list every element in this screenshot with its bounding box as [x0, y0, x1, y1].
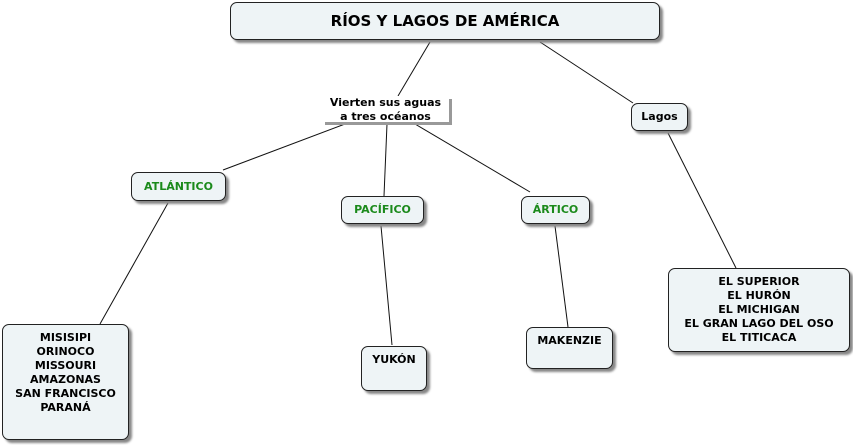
atlantic-label: ATLÁNTICO: [144, 179, 213, 193]
lake-item: EL HURÓN: [727, 289, 791, 302]
river-item: YUKÓN: [372, 353, 416, 366]
arctic-node[interactable]: ÁRTICO: [521, 196, 590, 224]
river-item: ORINOCO: [36, 345, 95, 358]
arctic-label: ÁRTICO: [532, 203, 579, 216]
title-node[interactable]: RÍOS Y LAGOS DE AMÉRICA: [230, 2, 660, 40]
atlantic-node[interactable]: ATLÁNTICO: [131, 172, 226, 201]
river-item: AMAZONAS: [30, 373, 101, 386]
lakes-node[interactable]: Lagos: [631, 103, 688, 131]
title-text: RÍOS Y LAGOS DE AMÉRICA: [330, 12, 560, 30]
lake-item: EL MICHIGAN: [718, 303, 800, 316]
lake-item: EL SUPERIOR: [718, 275, 800, 288]
lakes-list-node[interactable]: EL SUPERIOR EL HURÓN EL MICHIGAN EL GRAN…: [668, 268, 850, 352]
atlantic-rivers-node[interactable]: MISISIPI ORINOCO MISSOURI AMAZONAS SAN F…: [2, 324, 129, 440]
pacific-label: PACÍFICO: [354, 203, 411, 216]
link-line-2: a tres océanos: [340, 110, 431, 123]
lakes-label: Lagos: [641, 110, 678, 123]
lake-item: EL TITICACA: [721, 331, 797, 344]
river-item: SAN FRANCISCO: [15, 387, 116, 400]
pacific-rivers-node[interactable]: YUKÓN: [361, 346, 427, 391]
lake-item: EL GRAN LAGO DEL OSO: [684, 317, 834, 330]
river-item: MISSOURI: [34, 359, 97, 372]
link-line-1: Vierten sus aguas: [329, 96, 442, 109]
arctic-rivers-node[interactable]: MAKENZIE: [526, 327, 613, 369]
river-item: MISISIPI: [39, 331, 92, 344]
linking-phrase[interactable]: Vierten sus aguas a tres océanos: [322, 96, 449, 123]
river-item: PARANÁ: [40, 401, 91, 414]
pacific-node[interactable]: PACÍFICO: [341, 196, 424, 224]
river-item: MAKENZIE: [537, 334, 602, 347]
